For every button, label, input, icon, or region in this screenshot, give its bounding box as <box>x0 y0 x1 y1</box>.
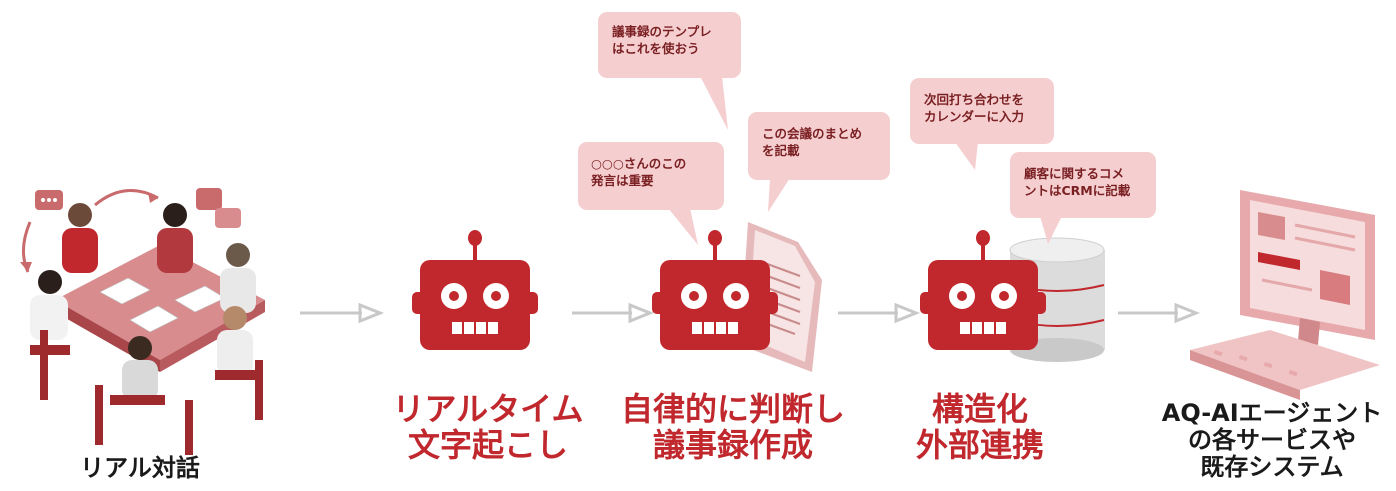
computer-icon <box>1190 190 1380 400</box>
bubble-text-crm: 顧客に関するコメ ントはCRMに記載 <box>1024 166 1131 198</box>
bubble-text-summary: この会議のまとめ を記載 <box>762 126 863 158</box>
robot-icon <box>920 230 1046 350</box>
meeting-illustration <box>20 188 265 455</box>
flow-arrow-3 <box>838 302 921 324</box>
speech-bubble <box>910 78 1054 170</box>
speech-bubble <box>578 142 724 245</box>
speech-bubble <box>748 112 890 212</box>
speech-bubble <box>598 12 741 130</box>
flow-arrow-4 <box>1118 302 1201 324</box>
caption-minutes: 自律的に判断し 議事録作成 <box>620 390 845 464</box>
caption-real-dialogue: リアル対話 <box>80 454 200 482</box>
speech-bubble <box>1010 152 1156 244</box>
robot-icon <box>652 230 778 350</box>
bubble-text-important: ○○○さんのこの 発言は重要 <box>591 156 687 188</box>
flow-arrow-1 <box>300 302 385 324</box>
flow-arrow-2 <box>572 302 655 324</box>
bubble-text-template: 議事録のテンプレ はこれを使おう <box>612 24 712 56</box>
people-icon <box>30 203 256 400</box>
caption-structuring: 構造化 外部連携 <box>915 390 1044 464</box>
robot-icon <box>412 230 538 350</box>
caption-transcription: リアルタイム 文字起こし <box>392 390 584 464</box>
bubble-text-calendar: 次回打ち合わせを カレンダーに入力 <box>924 92 1025 124</box>
caption-services: AQ-AIエージェント の各サービスや 既存システム <box>1161 399 1383 481</box>
